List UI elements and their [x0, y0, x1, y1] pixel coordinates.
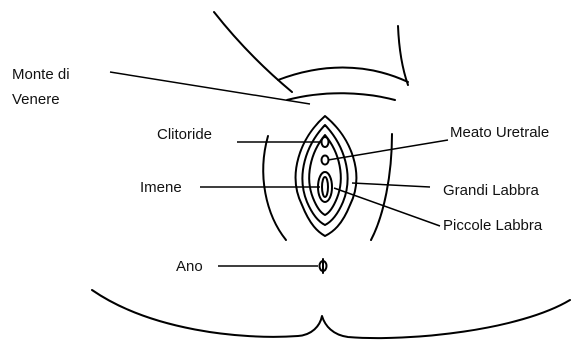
mons-upper-arc — [278, 68, 408, 83]
label-monte-line1: Monte di — [12, 66, 70, 83]
left-outer-fold — [263, 136, 286, 240]
clitoris-shape — [322, 137, 329, 147]
label-ano: Ano — [176, 258, 203, 275]
label-piccole-labbra: Piccole Labbra — [443, 217, 543, 234]
label-clitoride: Clitoride — [157, 126, 212, 143]
meato-leader-line — [328, 140, 448, 160]
grandi-leader-line — [352, 183, 430, 187]
urethral-meatus-shape — [322, 156, 329, 165]
label-imene: Imene — [140, 179, 182, 196]
hymen-inner-shape — [322, 177, 328, 197]
mons-lower-arc — [287, 93, 395, 100]
label-meato-uretrale: Meato Uretrale — [450, 124, 549, 141]
buttocks-curve — [92, 290, 570, 338]
monte-leader-line — [110, 72, 310, 104]
label-grandi-labbra: Grandi Labbra — [443, 182, 540, 199]
upper-body-right-curve — [398, 26, 408, 85]
label-monte-line2: Venere — [12, 91, 60, 108]
